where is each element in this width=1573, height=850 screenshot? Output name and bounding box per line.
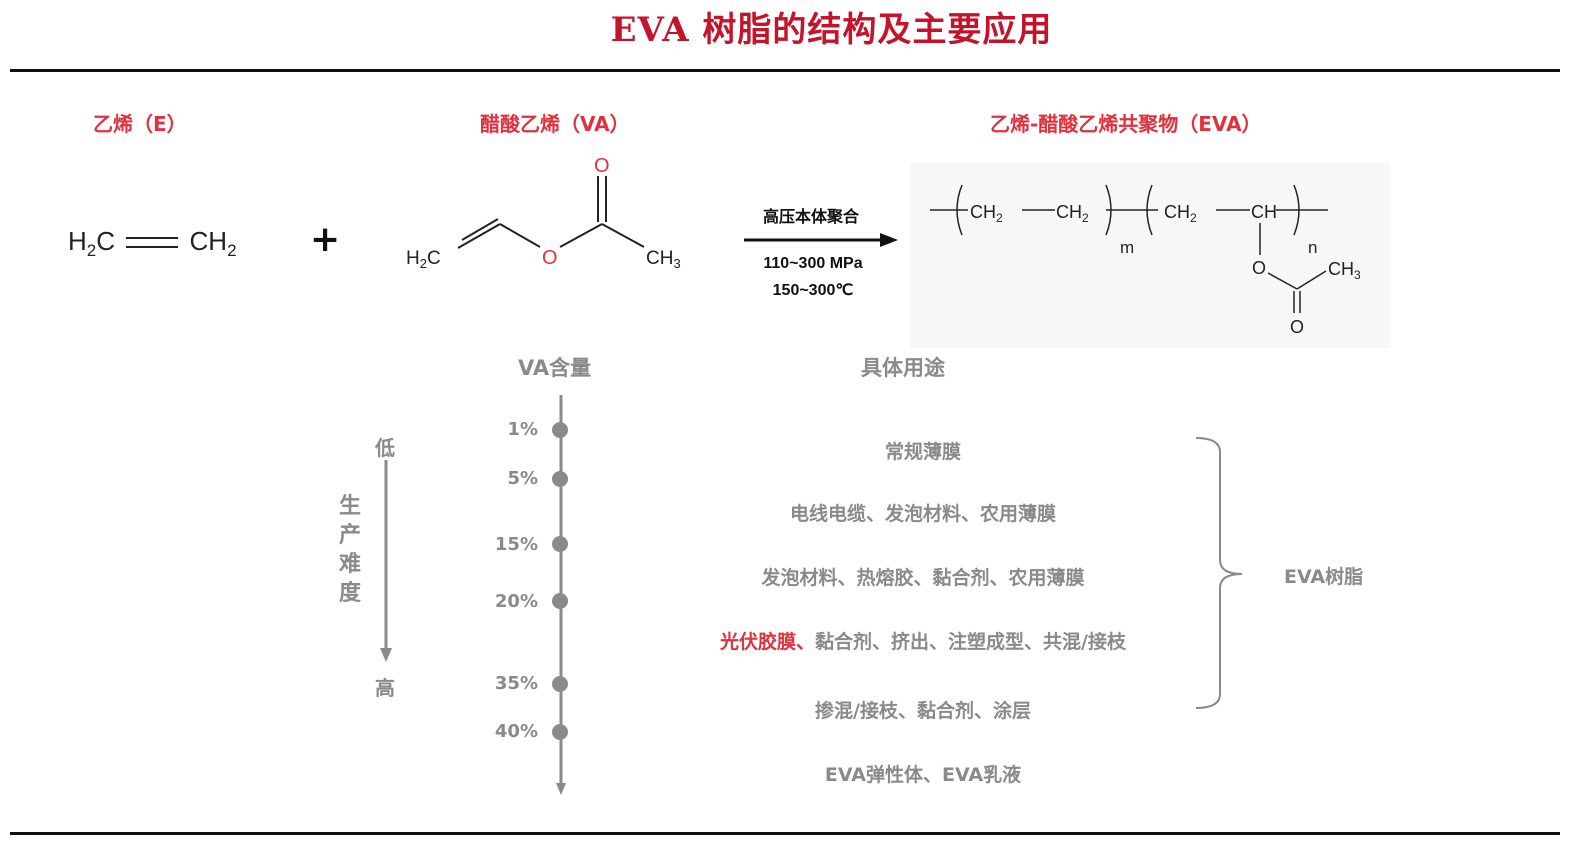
reaction-pressure: 110~300 MPa [763, 255, 863, 272]
use-item: 常规薄膜 [884, 441, 961, 463]
page-title: EVA 树脂的结构及主要应用 [610, 10, 1053, 50]
vinyl-acetate-structure: H2C O O CH3 [406, 155, 681, 271]
difficulty-high: 高 [375, 676, 395, 700]
reaction-method: 高压本体聚合 [762, 209, 859, 226]
svg-text:CH3: CH3 [646, 248, 681, 271]
difficulty-label: 生 产 难 度 [338, 494, 361, 606]
va-level-1: 1% [507, 419, 538, 440]
va-level-40: 40% [494, 721, 538, 742]
difficulty-arrow [380, 460, 392, 662]
va-dot-35 [552, 676, 568, 692]
ethylene-formula: H2C CH2 [68, 226, 237, 261]
repeat-m: m [1120, 238, 1134, 257]
carbonyl-oxygen: O [594, 155, 610, 177]
vinyl-acetate-label: 醋酸乙烯（VA） [480, 112, 630, 136]
svg-text:CH: CH [1251, 202, 1277, 222]
use-item: 电线电缆、发泡材料、农用薄膜 [789, 503, 1056, 525]
va-dot-15 [552, 536, 568, 552]
va-content-header: VA含量 [518, 356, 592, 380]
svg-text:CH3: CH3 [1328, 259, 1361, 282]
difficulty-low: 低 [375, 436, 395, 460]
va-dot-1 [552, 422, 568, 438]
use-item: 掺混/接枝、黏合剂、涂层 [815, 700, 1031, 722]
eva-resin-bracket [1195, 437, 1243, 709]
svg-text:CH2: CH2 [970, 202, 1003, 225]
bottom-divider [10, 832, 1560, 835]
svg-text:CH2: CH2 [1056, 202, 1089, 225]
ethylene-label: 乙烯（E） [93, 112, 187, 136]
va-dot-5 [552, 471, 568, 487]
use-item: 发泡材料、热熔胶、黏合剂、农用薄膜 [761, 567, 1085, 589]
va-dot-40 [552, 724, 568, 740]
svg-text:H2C: H2C [406, 248, 441, 271]
use-item: EVA弹性体、EVA乳液 [824, 764, 1022, 786]
top-divider [10, 69, 1560, 72]
plus-sign: + [310, 219, 341, 260]
eva-copolymer-label: 乙烯-醋酸乙烯共聚物（EVA） [990, 112, 1262, 136]
reaction-temperature: 150~300℃ [772, 282, 854, 299]
va-level-15: 15% [494, 534, 538, 555]
use-item: 光伏胶膜、黏合剂、挤出、注塑成型、共混/接枝 [720, 631, 1126, 653]
svg-text:CH2: CH2 [1164, 202, 1197, 225]
svg-text:O: O [1290, 317, 1304, 337]
use-header: 具体用途 [861, 356, 945, 380]
eva-structure: CH2 CH2 m CH2 CH n O CH3 O [910, 163, 1390, 348]
va-axis [556, 395, 566, 795]
reaction-arrow [744, 233, 898, 247]
ester-oxygen: O [542, 247, 558, 269]
double-bond [126, 235, 179, 251]
va-level-35: 35% [494, 673, 538, 694]
eva-resin-label: EVA树脂 [1284, 566, 1364, 588]
va-dot-20 [552, 593, 568, 609]
svg-text:O: O [1252, 258, 1266, 278]
repeat-n: n [1308, 238, 1317, 257]
va-level-5: 5% [507, 468, 538, 489]
va-level-20: 20% [494, 591, 538, 612]
